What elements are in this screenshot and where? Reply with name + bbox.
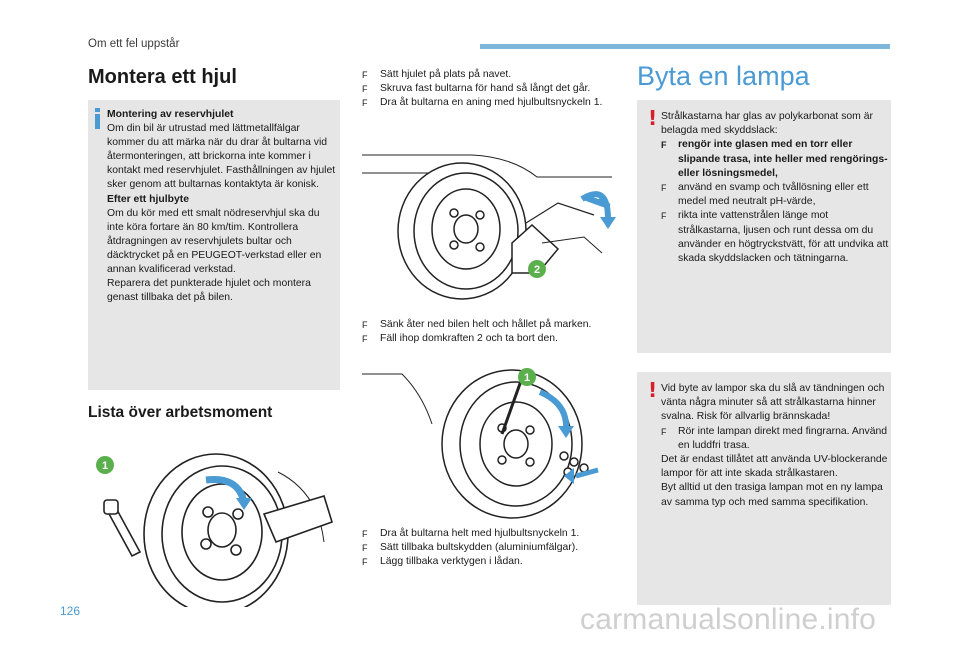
wheel-wrench-illustration: 1 bbox=[96, 453, 333, 607]
bullet-glyph: F bbox=[661, 140, 667, 151]
watermark: carmanualsonline.info bbox=[580, 603, 877, 636]
jack-lowering-illustration: 2 bbox=[362, 154, 616, 300]
warning-text: Byt alltid ut den trasiga lampan mot en … bbox=[661, 482, 883, 508]
page-title: Montera ett hjul bbox=[88, 66, 237, 88]
warning-box-bulb: ! Vid byte av lampor ska du slå av tändn… bbox=[637, 372, 891, 605]
section-subtitle: Lista över arbetsmoment bbox=[88, 404, 273, 421]
warning-text: Det är endast tillåtet att använda UV-bl… bbox=[661, 454, 888, 480]
bullet-glyph: F bbox=[661, 183, 667, 194]
bullet-glyph: F bbox=[362, 334, 368, 344]
info-box: Montering av reservhjulet Om din bil är … bbox=[88, 100, 340, 390]
warning-icon: ! bbox=[648, 106, 658, 130]
header-accent-bar bbox=[480, 44, 890, 49]
bullet-glyph: F bbox=[362, 84, 368, 94]
bullet-glyph: F bbox=[362, 98, 368, 108]
bullet-glyph: F bbox=[661, 426, 667, 437]
bolt-tightening-illustration: 1 bbox=[362, 368, 599, 519]
info-icon bbox=[95, 108, 100, 129]
warning-icon: ! bbox=[648, 378, 658, 402]
callout-1-left: 1 bbox=[102, 460, 108, 472]
bullet-glyph: F bbox=[362, 70, 368, 80]
warning-intro: Vid byte av lampor ska du slå av tändnin… bbox=[661, 383, 885, 423]
info-text-spare: Om din bil är utrustad med lättmetallfäl… bbox=[107, 123, 336, 191]
info-heading-spare: Montering av reservhjulet bbox=[107, 109, 234, 120]
bullet-glyph: F bbox=[362, 543, 368, 553]
callout-1-wrench: 1 bbox=[524, 372, 530, 384]
section-title-bulb: Byta en lampa bbox=[637, 61, 810, 91]
warning-intro: Strålkastarna har glas av polykarbonat s… bbox=[661, 111, 873, 137]
section-header: Om ett fel uppstår bbox=[88, 38, 180, 50]
page-number: 126 bbox=[60, 604, 81, 618]
bullet-glyph: F bbox=[661, 211, 667, 222]
info-text-after: Om du kör med ett smalt nödreservhjul sk… bbox=[107, 207, 322, 276]
bullet-glyph: F bbox=[362, 557, 368, 567]
bullet-glyph: F bbox=[362, 320, 368, 330]
warning-box-headlamp: ! Strålkastarna har glas av polykarbonat… bbox=[637, 100, 891, 353]
info-text-repair: Reparera det punkterade hjulet och monte… bbox=[107, 278, 311, 304]
info-heading-after: Efter ett hjulbyte bbox=[107, 193, 189, 205]
callout-2-jack: 2 bbox=[534, 264, 540, 276]
bullet-glyph: F bbox=[362, 529, 368, 539]
